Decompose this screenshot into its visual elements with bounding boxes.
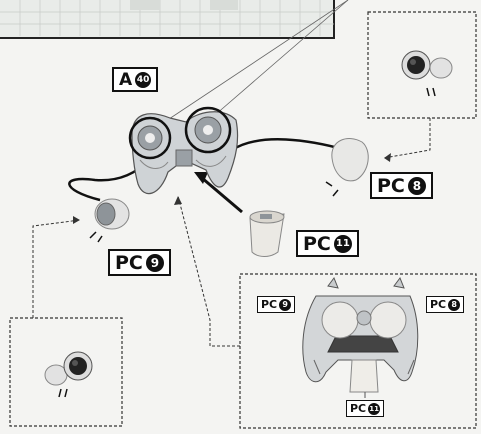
callout-pc8: PC 8: [370, 172, 433, 199]
callout-pc11: PC 11: [296, 230, 359, 257]
part-pc9: [89, 198, 130, 243]
main-part-a40: [128, 106, 239, 195]
callout-pc9: PC 9: [108, 249, 171, 276]
socket-ball-icon: [44, 351, 93, 398]
detail-label-prefix: PC: [430, 298, 447, 311]
callout-number: 8: [407, 176, 426, 195]
assembled-detail: [302, 276, 419, 398]
detail-label-pc8: PC 8: [426, 296, 465, 313]
detail-label-prefix: PC: [261, 298, 278, 311]
callout-number: 9: [145, 253, 164, 272]
detail-box-assembled: [239, 273, 477, 429]
callout-prefix: PC: [377, 174, 405, 197]
part-pc8: [325, 138, 369, 197]
detail-box-pc8: [367, 11, 477, 119]
detail-box-pc9: [9, 317, 123, 427]
main-part-number: 40: [135, 71, 152, 88]
detail-label-number: 11: [368, 402, 381, 415]
detail-label-number: 9: [279, 298, 292, 311]
detail-label-prefix: PC: [350, 402, 367, 415]
detail-label-pc11: PC 11: [346, 400, 385, 417]
main-part-label: A 40: [112, 67, 159, 92]
top-panel-fragment: [0, 0, 335, 39]
part-pc11: [249, 210, 285, 257]
socket-ball-icon: [401, 50, 453, 97]
detail-label-number: 8: [448, 298, 461, 311]
callout-prefix: PC: [303, 232, 331, 255]
callout-prefix: PC: [115, 251, 143, 274]
detail-label-pc9: PC 9: [257, 296, 296, 313]
main-part-letter: A: [119, 69, 133, 90]
callout-number: 11: [333, 234, 352, 253]
